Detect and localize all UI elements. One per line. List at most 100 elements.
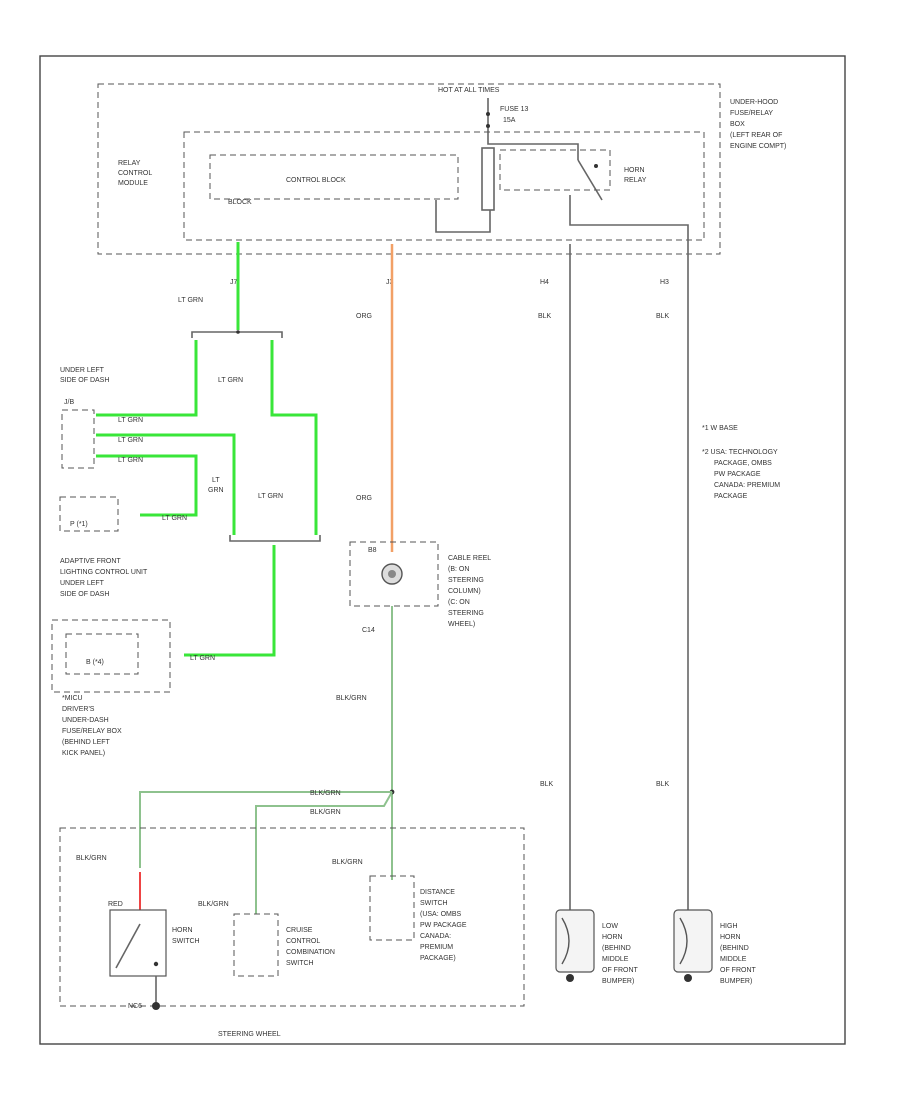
underhood-box-outline	[97, 83, 721, 255]
horn-relay-outline	[499, 149, 611, 191]
blkgrn-label-horn: BLK/GRN	[76, 855, 107, 862]
afl-label-1: ADAPTIVE FRONT	[60, 558, 121, 565]
note-2-line-1: *2 USA: TECHNOLOGY	[702, 449, 778, 456]
wire-right-1	[270, 340, 318, 535]
distance-label-2: SWITCH	[420, 900, 448, 907]
horn-switch-box	[109, 909, 167, 977]
underhood-label-3: BOX	[730, 121, 745, 128]
p-connector-outline	[59, 496, 119, 532]
org-label-upper: ORG	[356, 313, 372, 320]
distance-label-4: PW PACKAGE	[420, 922, 467, 929]
diagram-frame	[39, 55, 846, 1045]
ltgrn-label-d: LT GRN	[162, 515, 187, 522]
b8-label: B8	[368, 547, 377, 554]
afl-label-4: SIDE OF DASH	[60, 591, 109, 598]
pin-h3-label: H3	[660, 279, 669, 286]
hot-label: HOT AT ALL TIMES	[438, 87, 500, 94]
ltgrn-label-mid: LT GRN	[258, 493, 283, 500]
fuse-terminal-bottom	[486, 124, 490, 128]
ltgrn-label-micu: LT GRN	[190, 655, 215, 662]
horn-relay-label-1: HORN	[624, 167, 645, 174]
pin-j7-label: J7	[230, 279, 238, 286]
blk-label-h4-bottom: BLK	[540, 781, 554, 788]
cruise-label-2: CONTROL	[286, 938, 320, 945]
blkgrn-label-distance: BLK/GRN	[332, 859, 363, 866]
pin-j3-label: J3	[386, 279, 394, 286]
cable-reel-label-3: STEERING	[448, 577, 484, 584]
ltgrn-label-b: LT GRN	[118, 437, 143, 444]
red-label: RED	[108, 901, 123, 908]
cruise-label-3: COMBINATION	[286, 949, 335, 956]
cruise-label-1: CRUISE	[286, 927, 313, 934]
horn-switch-label-1: HORN	[172, 927, 193, 934]
note-2-line-5: PACKAGE	[714, 493, 748, 500]
cable-reel-label-6: STEERING	[448, 610, 484, 617]
high-horn-label-2: HORN	[720, 934, 741, 941]
blkgrn-label-cruise: BLK/GRN	[198, 901, 229, 908]
control-block-label: CONTROL BLOCK	[286, 177, 346, 184]
relay-control-module-outline	[183, 131, 705, 241]
jb-label: J/B	[64, 399, 74, 406]
under-left-label-2: SIDE OF DASH	[60, 377, 109, 384]
p-connector-label: P (*1)	[70, 521, 88, 528]
drivers-label-3: UNDER-DASH	[62, 717, 109, 724]
horn-switch-terminal	[153, 961, 159, 967]
horn-switch-label-2: SWITCH	[172, 938, 200, 945]
distance-label-3: (USA: OMBS	[420, 911, 462, 918]
horn-relay-label-2: RELAY	[624, 177, 647, 184]
blkgrn-label-main: BLK/GRN	[336, 695, 367, 702]
org-label-lower: ORG	[356, 495, 372, 502]
underhood-label-5: ENGINE COMPT)	[730, 143, 786, 150]
low-horn-body	[555, 909, 595, 973]
cable-reel-label-5: (C: ON	[448, 599, 470, 606]
high-horn-symbol	[679, 917, 688, 965]
high-horn-label-5: OF FRONT	[720, 967, 756, 974]
note-2-line-4: CANADA: PREMIUM	[714, 482, 780, 489]
ltgrn-label-c: LT GRN	[118, 457, 143, 464]
cruise-label-4: SWITCH	[286, 960, 314, 967]
blk-label-h3-bottom: BLK	[656, 781, 670, 788]
steering-wheel-outline	[59, 827, 525, 1007]
distance-label-6: PREMIUM	[420, 944, 453, 951]
block-connector-label: BLOCK	[228, 199, 252, 206]
grn-label: GRN	[208, 487, 224, 494]
ltgrn-label-a: LT GRN	[118, 417, 143, 424]
underhood-label-1: UNDER-HOOD	[730, 99, 778, 106]
relay-coil	[481, 147, 495, 211]
blk-label-h3-top: BLK	[656, 313, 670, 320]
fuse-terminal-top	[486, 112, 490, 116]
wire-left-2	[96, 433, 236, 535]
cable-reel-label-4: COLUMN)	[448, 588, 481, 595]
drivers-label-4: FUSE/RELAY BOX	[62, 728, 122, 735]
distance-label-7: PACKAGE)	[420, 955, 456, 962]
jb-outline	[61, 409, 95, 469]
low-horn-symbol	[561, 917, 570, 965]
distance-switch-outline	[369, 875, 415, 941]
high-horn-label-3: (BEHIND	[720, 945, 749, 952]
low-horn-label-4: MIDDLE	[602, 956, 629, 963]
coil-ground-line	[435, 200, 491, 233]
high-horn-body	[673, 909, 713, 973]
horn-relay-contact	[577, 159, 603, 201]
nc6-ground	[152, 1002, 160, 1010]
high-horn-label-6: BUMPER)	[720, 978, 752, 985]
ltgrn-label-upper: LT GRN	[218, 377, 243, 384]
low-horn-label-6: BUMPER)	[602, 978, 634, 985]
c14-label: C14	[362, 627, 375, 634]
cable-reel-core	[388, 570, 396, 578]
steering-wheel-label: STEERING WHEEL	[218, 1031, 281, 1038]
high-horn-label-4: MIDDLE	[720, 956, 747, 963]
distance-label-1: DISTANCE	[420, 889, 455, 896]
lt-label: LT	[212, 477, 220, 484]
relay-feed-line	[487, 140, 579, 160]
cruise-switch-outline	[233, 913, 279, 977]
drivers-label-5: (BEHIND LEFT	[62, 739, 111, 746]
drivers-box-outer	[51, 619, 171, 693]
blkgrn-label-b: BLK/GRN	[310, 809, 341, 816]
cable-reel-outline	[349, 541, 439, 607]
underhood-label-4: (LEFT REAR OF	[730, 132, 782, 139]
drivers-label-2: DRIVER'S	[62, 706, 95, 713]
blkgrn-label-a: BLK/GRN	[310, 790, 341, 797]
